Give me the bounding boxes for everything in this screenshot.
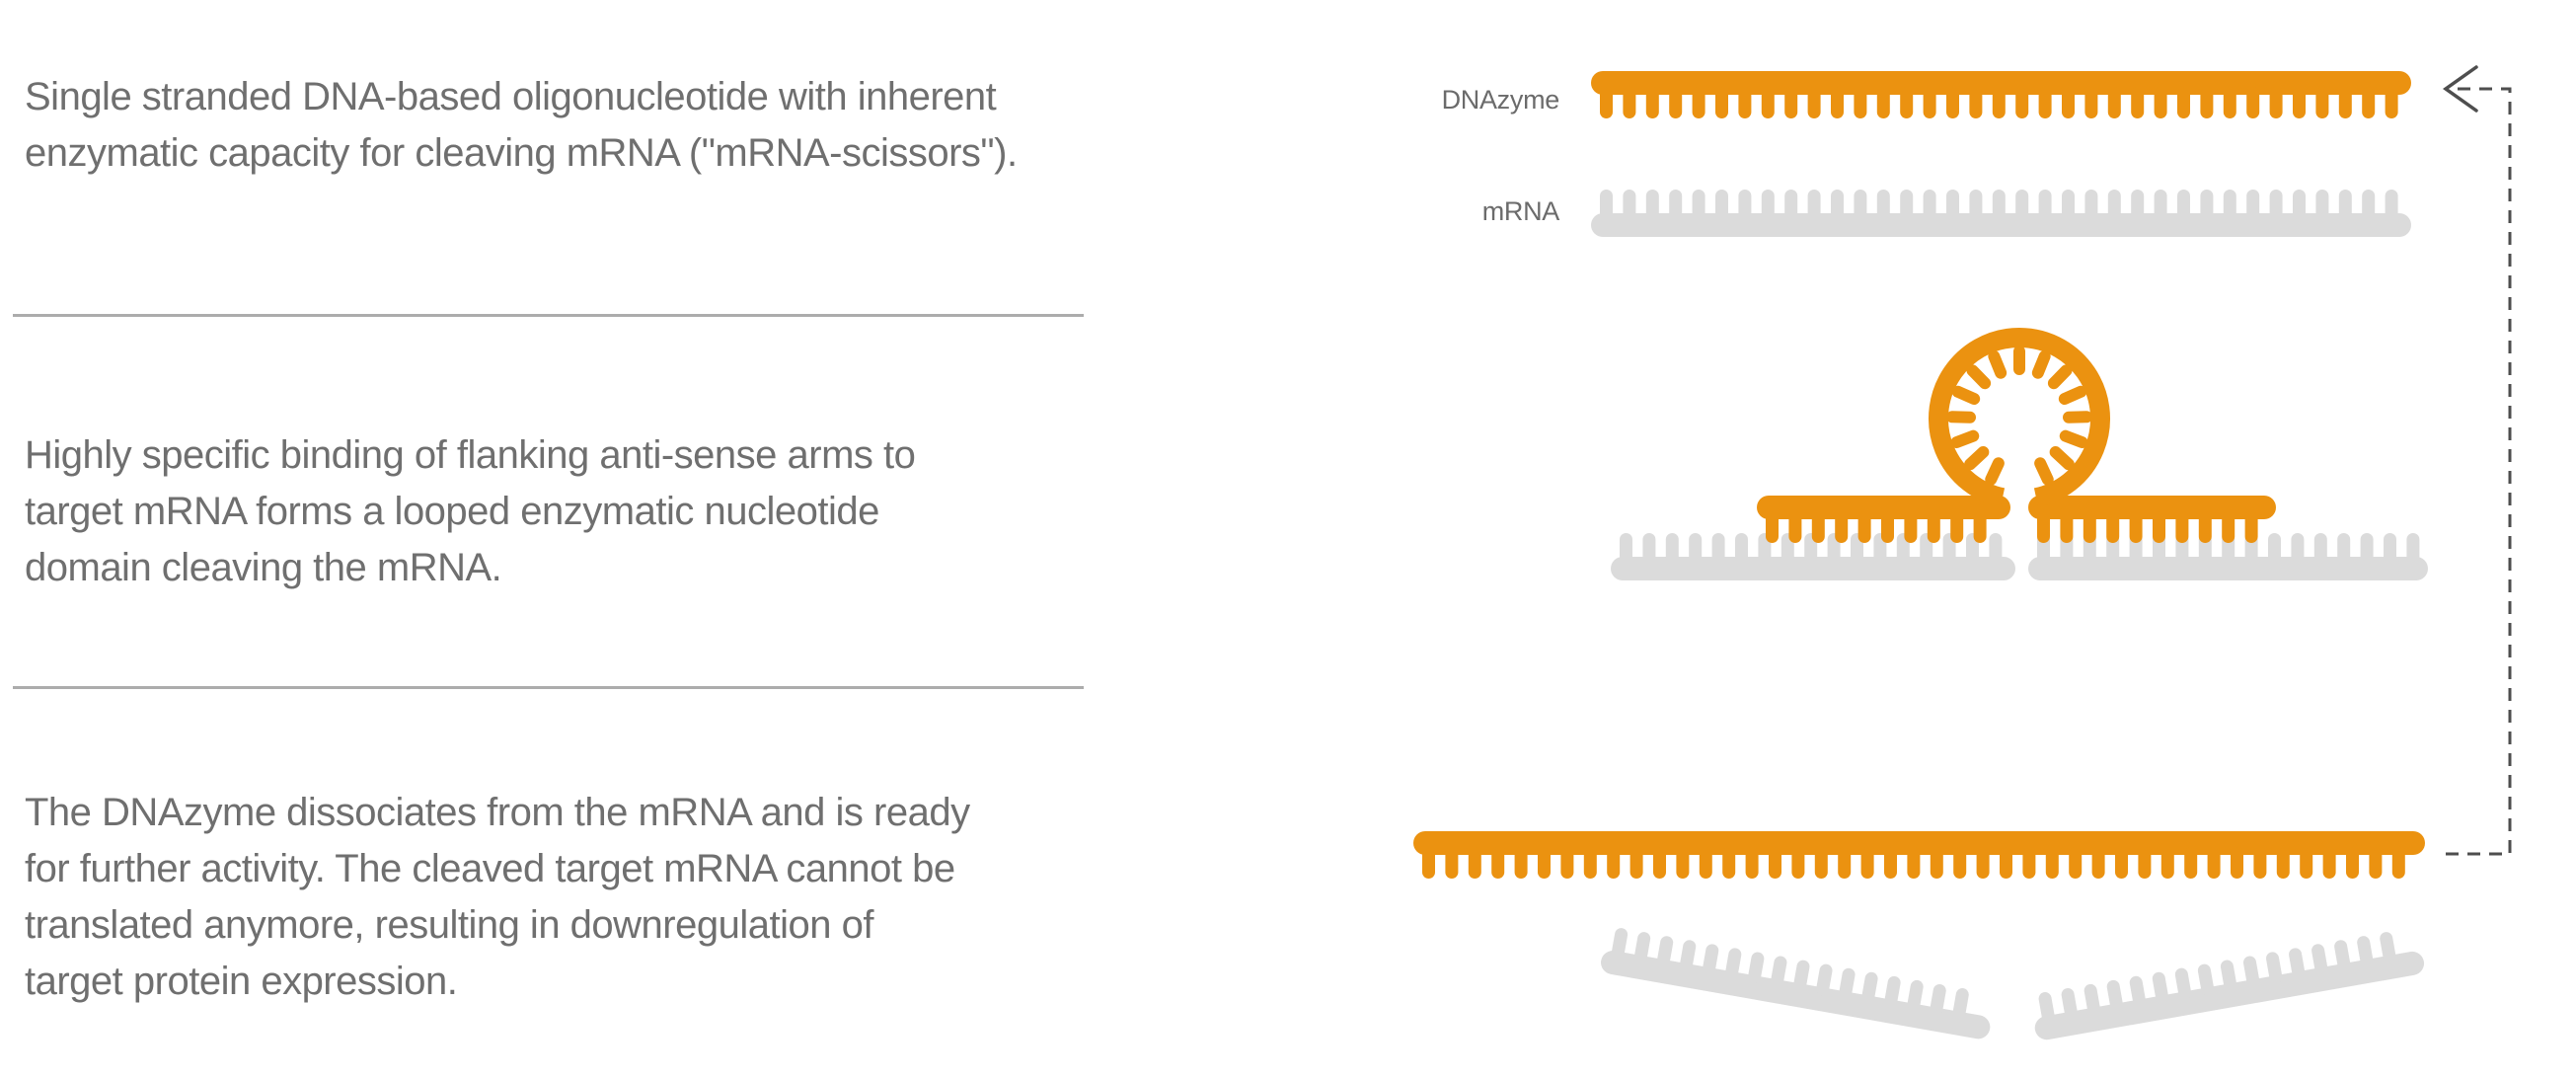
step3-description: The DNAzyme dissociates from the mRNA an… [25,785,1239,1010]
step2-line1: Highly specific binding of flanking anti… [25,433,916,477]
mrna-strand-top [1591,190,2411,237]
step2-line3: domain cleaving the mRNA. [25,546,502,589]
mrna-bound-left [1611,533,2015,580]
step1-description: Single stranded DNA-based oligonucleotid… [25,69,1239,182]
dnazyme-strand-top [1591,71,2411,118]
recycle-arrow [2442,65,2512,856]
step1-line1: Single stranded DNA-based oligonucleotid… [25,75,997,118]
mrna-cleaved-right [2034,932,2425,1040]
dnazyme-strand-bottom [1413,831,2425,879]
step3-line4: target protein expression. [25,960,458,1003]
step1-line2: enzymatic capacity for cleaving mRNA ("m… [25,131,1018,175]
mrna-label: mRNA [1481,196,1560,226]
dnazyme-label: DNAzyme [1441,85,1560,115]
step2-description: Highly specific binding of flanking anti… [25,427,1239,596]
step2-line2: target mRNA forms a looped enzymatic nuc… [25,490,879,533]
step3-line2: for further activity. The cleaved target… [25,847,955,890]
divider-1 [13,314,1084,317]
divider-2 [13,686,1084,689]
mrna-cleaved-left [1601,928,1991,1040]
dnazyme-loop-complex [1757,327,2276,543]
step3-line3: translated anymore, resulting in downreg… [25,903,873,947]
step3-line1: The DNAzyme dissociates from the mRNA an… [25,791,970,834]
